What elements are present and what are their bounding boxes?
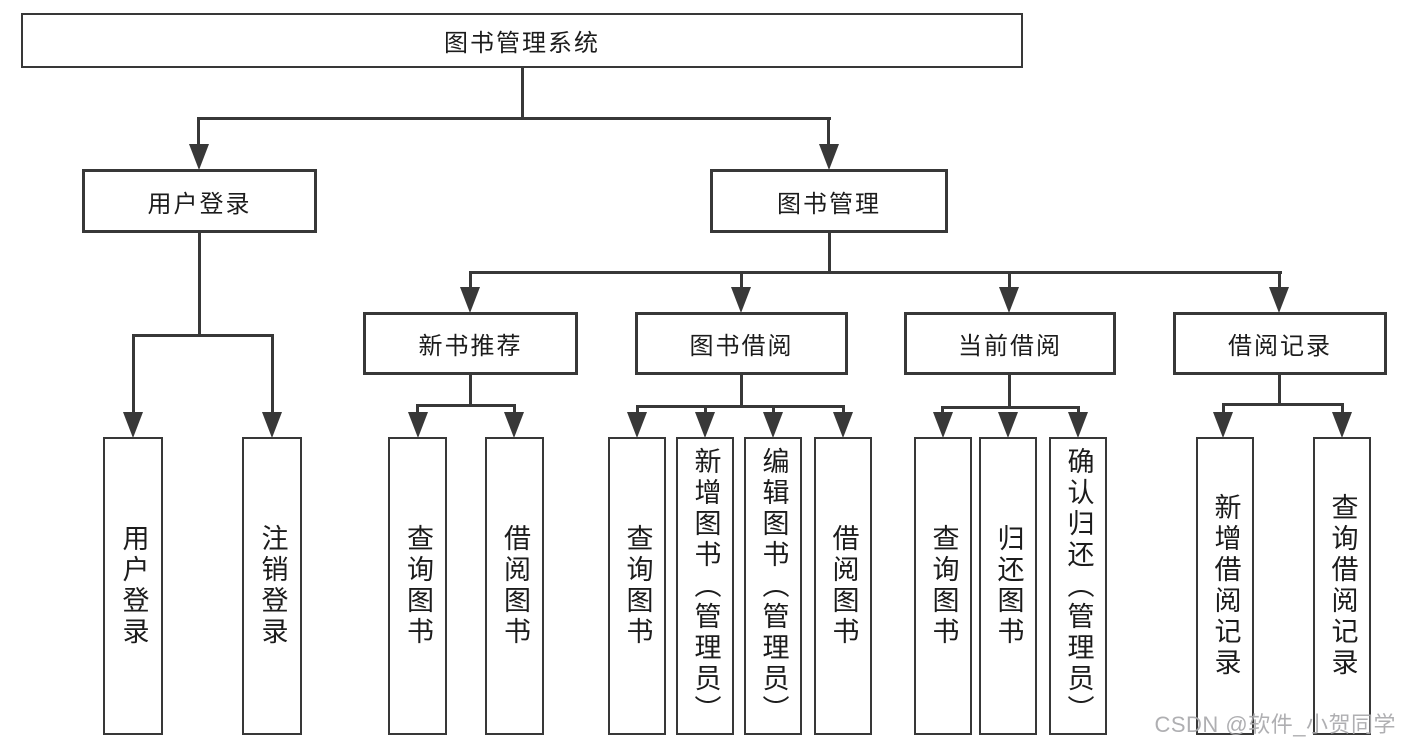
node-label: 借阅图书 [500,524,530,648]
node-label: 新增借阅记录 [1210,493,1241,679]
connector-line [198,233,201,336]
arrow-down-icon [123,412,143,438]
connector-line [469,271,1282,274]
arrow-down-icon [763,412,783,438]
arrow-down-icon [998,412,1018,438]
connector-line [740,375,743,407]
connector-line [271,334,274,414]
connector-line [636,405,639,414]
node-leaf-query-borrow-record: 查询借阅记录 [1313,437,1371,735]
node-leaf-query-books-recommend: 查询图书 [388,437,447,735]
arrow-down-icon [1332,412,1352,438]
node-user-login: 用户登录 [82,169,317,233]
node-borrow-record: 借阅记录 [1173,312,1387,375]
arrow-down-icon [833,412,853,438]
connector-line [740,271,743,289]
node-leaf-add-books-admin: 新增图书（管理员） [676,437,734,735]
node-leaf-return-books: 归还图书 [979,437,1037,735]
arrow-down-icon [262,412,282,438]
connector-line [842,405,845,414]
connector-line [827,117,830,147]
arrow-down-icon [933,412,953,438]
node-label: 查询图书 [403,524,433,648]
arrow-down-icon [1213,412,1233,438]
arrow-down-icon [408,412,428,438]
node-leaf-logout: 注销登录 [242,437,302,735]
node-book-borrow: 图书借阅 [635,312,848,375]
node-leaf-confirm-return-admin: 确认归还（管理员） [1049,437,1107,735]
connector-line [1222,403,1225,414]
connector-line [1341,403,1344,414]
arrow-down-icon [504,412,524,438]
connector-line [469,271,472,289]
node-label: 图书借阅 [689,333,794,360]
connector-line [1278,271,1281,289]
node-new-book-recommend: 新书推荐 [363,312,578,375]
arrow-down-icon [189,144,209,170]
node-leaf-borrow-books: 借阅图书 [814,437,872,735]
node-book-management: 图书管理 [710,169,948,233]
node-label: 新增图书（管理员） [690,446,721,726]
connector-line [772,405,775,414]
node-label: 查询图书 [622,524,653,648]
connector-line [469,375,472,406]
node-label: 确认归还（管理员） [1063,446,1094,726]
arrow-down-icon [1068,412,1088,438]
node-label: 用户登录 [118,524,149,648]
node-label: 借阅记录 [1228,333,1332,360]
node-current-borrow: 当前借阅 [904,312,1116,375]
connector-line [513,404,516,414]
node-leaf-add-borrow-record: 新增借阅记录 [1196,437,1254,735]
connector-line [1077,406,1080,414]
node-leaf-user-login: 用户登录 [103,437,163,735]
node-label: 查询借阅记录 [1327,493,1358,679]
connector-line [416,404,516,407]
node-leaf-query-books-current: 查询图书 [914,437,972,735]
node-label: 当前借阅 [958,333,1062,360]
arrow-down-icon [460,287,480,313]
arrow-down-icon [731,287,751,313]
connector-line [704,405,707,414]
connector-line [197,117,200,147]
node-label: 借阅图书 [828,524,859,648]
node-label: 归还图书 [993,524,1024,648]
node-label: 用户登录 [147,190,252,218]
connector-line [1222,403,1344,406]
node-leaf-edit-books-admin: 编辑图书（管理员） [744,437,802,735]
connector-line [828,233,831,274]
arrow-down-icon [695,412,715,438]
node-label: 新书推荐 [418,333,523,360]
connector-line [197,117,831,120]
connector-line [941,406,1080,409]
node-leaf-borrow-books-recommend: 借阅图书 [485,437,544,735]
arrow-down-icon [999,287,1019,313]
connector-line [1278,375,1281,405]
connector-line [132,334,274,337]
arrow-down-icon [1269,287,1289,313]
node-label: 编辑图书（管理员） [758,446,789,726]
node-label: 图书管理系统 [444,30,600,57]
connector-line [636,405,845,408]
arrow-down-icon [819,144,839,170]
connector-line [416,404,419,414]
node-label: 查询图书 [928,524,959,648]
arrow-down-icon [627,412,647,438]
node-library-management-system: 图书管理系统 [21,13,1023,68]
node-label: 图书管理 [777,190,881,218]
node-label: 注销登录 [257,524,288,648]
watermark: CSDN @软件_小贺同学 [1154,712,1396,737]
connector-line [1008,271,1011,289]
connector-line [1008,375,1011,408]
connector-line [521,68,524,120]
connector-line [132,334,135,414]
connector-line [941,406,944,414]
node-leaf-query-books: 查询图书 [608,437,666,735]
